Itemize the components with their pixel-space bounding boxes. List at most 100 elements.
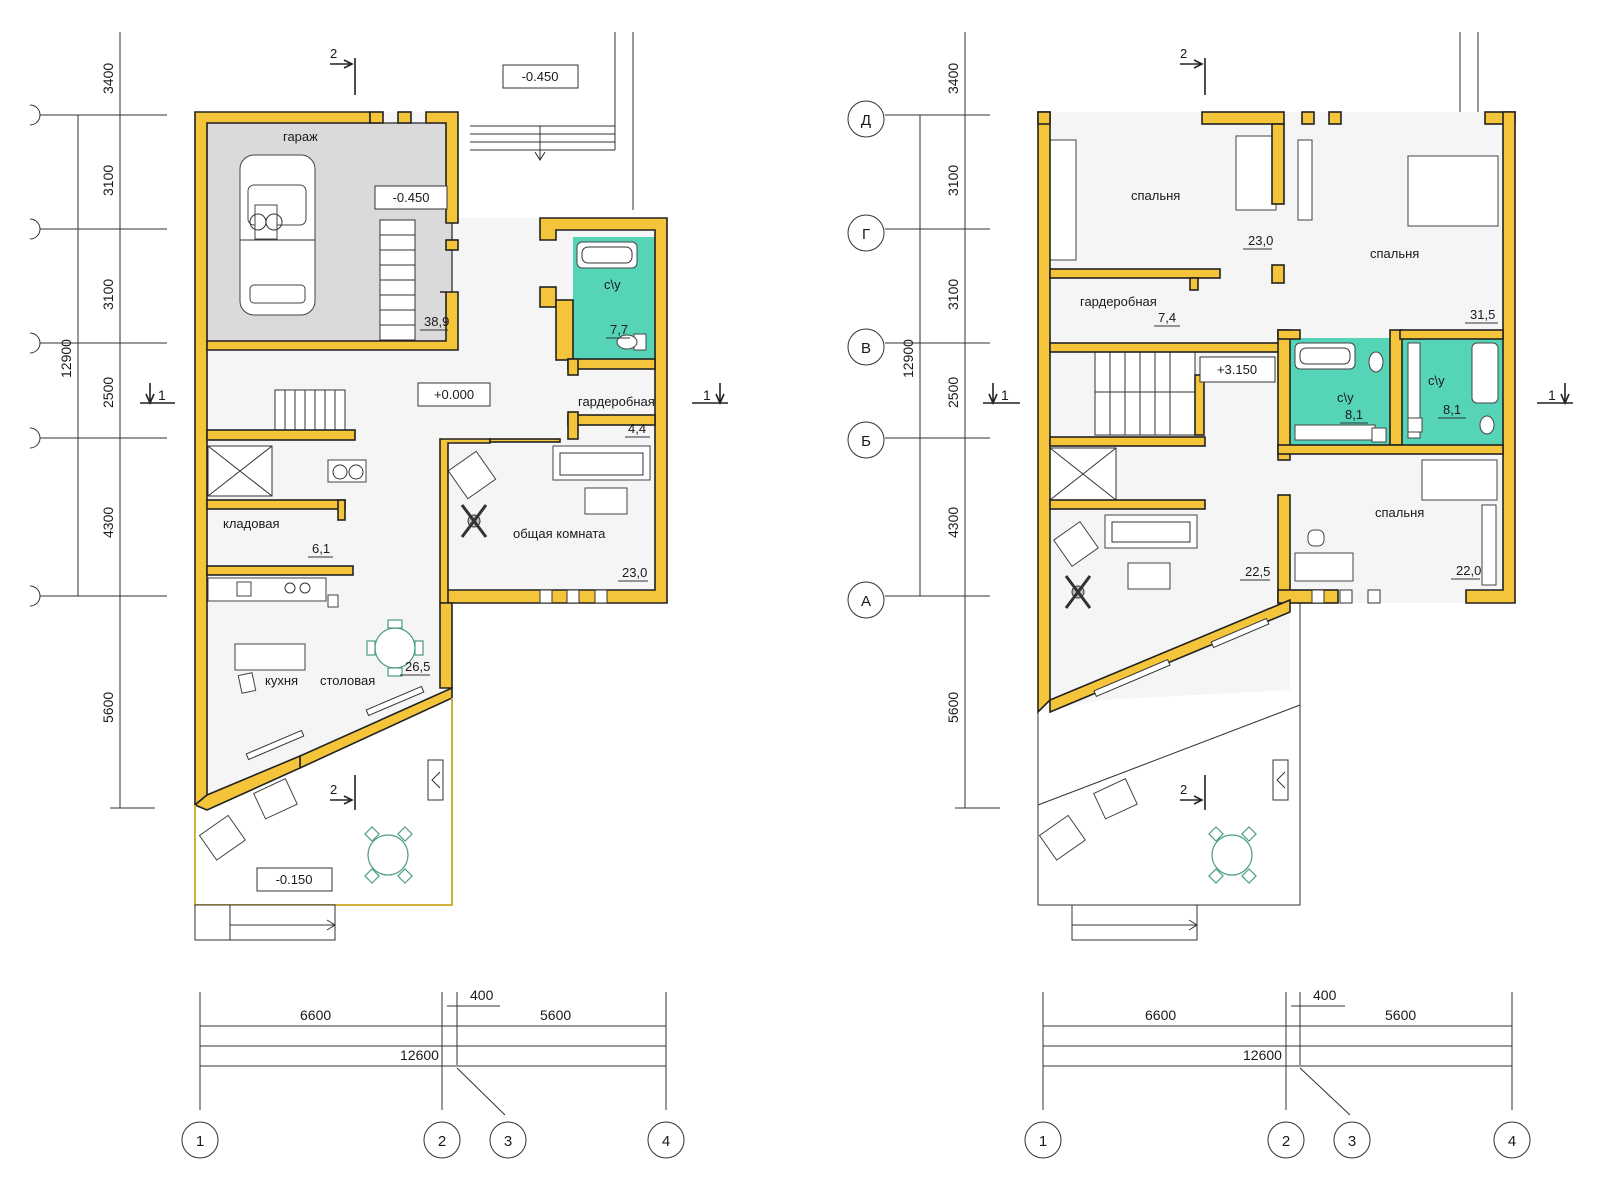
wardrobe-unit xyxy=(1049,139,1077,261)
v-dim-3: 3100 xyxy=(100,279,116,310)
plan2-v-dim-5: 4300 xyxy=(945,507,961,538)
plan2-v-dim-2: 3100 xyxy=(945,165,961,196)
row-axis-v: В xyxy=(861,340,871,357)
v-dim-2: 3100 xyxy=(100,165,116,196)
axis-2: 2 xyxy=(438,1133,446,1150)
plan2-level: +3.150 xyxy=(1217,362,1257,377)
plan2-axis-2: 2 xyxy=(1282,1133,1290,1150)
plan1-vertical-dims: 3400 3100 3100 2500 4300 5600 12900 xyxy=(29,32,167,809)
room-wc: с\у xyxy=(604,277,621,292)
plan2-section-bottom: 2 xyxy=(1180,782,1187,797)
plan2-armchair xyxy=(1053,521,1099,567)
level-top: -0.450 xyxy=(522,69,559,84)
row-axis-a: А xyxy=(861,593,871,610)
section-bottom: 2 xyxy=(330,782,337,797)
plan1-section-marks: 1 1 2 2 xyxy=(140,46,728,810)
plan2-v-dim-1: 3400 xyxy=(945,63,961,94)
plan1-walls xyxy=(193,111,668,811)
level-main: +0.000 xyxy=(434,387,474,402)
room-kitchen: кухня xyxy=(265,673,298,688)
room-dining: столовая xyxy=(320,673,375,688)
dining-table-icon xyxy=(366,619,424,677)
level-garage: -0.450 xyxy=(393,190,430,205)
plan2-section-left: 1 xyxy=(1001,387,1009,403)
wheelchair-icon-2 xyxy=(327,459,367,483)
plan2-area-wc2: 8,1 xyxy=(1443,402,1461,417)
armchair-icon xyxy=(447,450,497,500)
axis-1: 1 xyxy=(196,1133,204,1150)
h-dim-total: 12600 xyxy=(400,1047,439,1063)
plan2-v-dim-6: 5600 xyxy=(945,692,961,723)
plan2-horizontal-dims: 6600 400 5600 12600 1 2 3 4 xyxy=(1024,987,1531,1159)
section-left: 1 xyxy=(158,387,166,403)
plan2-coffee-table xyxy=(1127,562,1171,590)
area-garage: 38,9 xyxy=(424,314,449,329)
elevator-shaft xyxy=(207,445,273,497)
h-dim-b: 400 xyxy=(470,987,494,1003)
v-dim-5: 4300 xyxy=(100,507,116,538)
section-top: 2 xyxy=(330,46,337,61)
section-right: 1 xyxy=(703,387,711,403)
axis-4: 4 xyxy=(662,1133,670,1150)
plan2-room-bedroom1: спальня xyxy=(1131,188,1180,203)
kitchen-chair xyxy=(237,672,257,694)
room-wardrobe: гардеробная xyxy=(578,394,655,409)
plan2-section-top: 2 xyxy=(1180,46,1187,61)
plan2-h-dim-c: 5600 xyxy=(1385,1007,1416,1023)
plan2-windows xyxy=(1093,589,1381,698)
h-dim-a: 6600 xyxy=(300,1007,331,1023)
plan2-axis-4: 4 xyxy=(1508,1133,1516,1150)
plan2-room-wardrobe: гардеробная xyxy=(1080,294,1157,309)
plan2-elevator xyxy=(1049,447,1117,501)
plan-ground-floor: -0.450 -0.450 +0.000 -0.150 гараж с\у га… xyxy=(29,32,728,1159)
top-terrace xyxy=(470,32,634,210)
plan2-area-bedroom2: 31,5 xyxy=(1470,307,1495,322)
plan2-v-dim-3: 3100 xyxy=(945,279,961,310)
room-garage: гараж xyxy=(283,129,318,144)
row-axis-g: Г xyxy=(862,226,870,243)
plan2-h-dim-a: 6600 xyxy=(1145,1007,1176,1023)
plan2-plant-icon xyxy=(1064,575,1092,609)
plan2-v-dim-total: 12900 xyxy=(900,339,916,378)
plan2-room-wc2: с\у xyxy=(1428,373,1445,388)
plan2-area-living: 22,5 xyxy=(1245,564,1270,579)
area-living: 23,0 xyxy=(622,565,647,580)
main-stair xyxy=(274,389,346,431)
single-bed-1 xyxy=(1235,135,1277,211)
kitchen-counter xyxy=(207,577,339,608)
axis-3: 3 xyxy=(504,1133,512,1150)
lower-terrace xyxy=(194,698,453,941)
bathtub-icon xyxy=(576,241,638,269)
wc2-fixtures xyxy=(1407,342,1499,439)
level-terrace: -0.150 xyxy=(276,872,313,887)
plan2-sofa xyxy=(1104,514,1198,549)
desk-3 xyxy=(1294,552,1354,582)
plan2-h-dim-b: 400 xyxy=(1313,987,1337,1003)
double-bed xyxy=(1407,155,1499,227)
plan2-terrace-outline xyxy=(1037,32,1479,941)
plan2-level-box xyxy=(1199,356,1276,383)
plan2-area-wc1: 8,1 xyxy=(1345,407,1363,422)
level-box-garage xyxy=(374,185,448,210)
area-kitchen: 26,5 xyxy=(405,659,430,674)
plant-icon xyxy=(460,504,488,538)
plan2-area-bedroom3: 22,0 xyxy=(1456,563,1481,578)
row-axis-b: Б xyxy=(861,433,871,450)
v-dim-1: 3400 xyxy=(100,63,116,94)
plan2-h-dim-total: 12600 xyxy=(1243,1047,1282,1063)
plan2-axis-3: 3 xyxy=(1348,1133,1356,1150)
office-chair xyxy=(1307,529,1325,547)
room-living: общая комната xyxy=(513,526,606,541)
coffee-table xyxy=(584,487,628,515)
row-axis-d: Д xyxy=(861,112,871,129)
shelf-3 xyxy=(1481,504,1497,586)
plan2-vertical-dims: Д Г В Б А 3400 3100 3100 2500 4300 5600 … xyxy=(847,32,1000,809)
wc1-fixtures xyxy=(1294,342,1387,443)
plan2-area-bedroom1: 23,0 xyxy=(1248,233,1273,248)
area-wc: 7,7 xyxy=(610,322,628,337)
area-pantry: 6,1 xyxy=(312,541,330,556)
v-dim-total: 12900 xyxy=(58,339,74,378)
plan2-stair xyxy=(1094,349,1196,436)
plan1-windows xyxy=(245,589,608,761)
